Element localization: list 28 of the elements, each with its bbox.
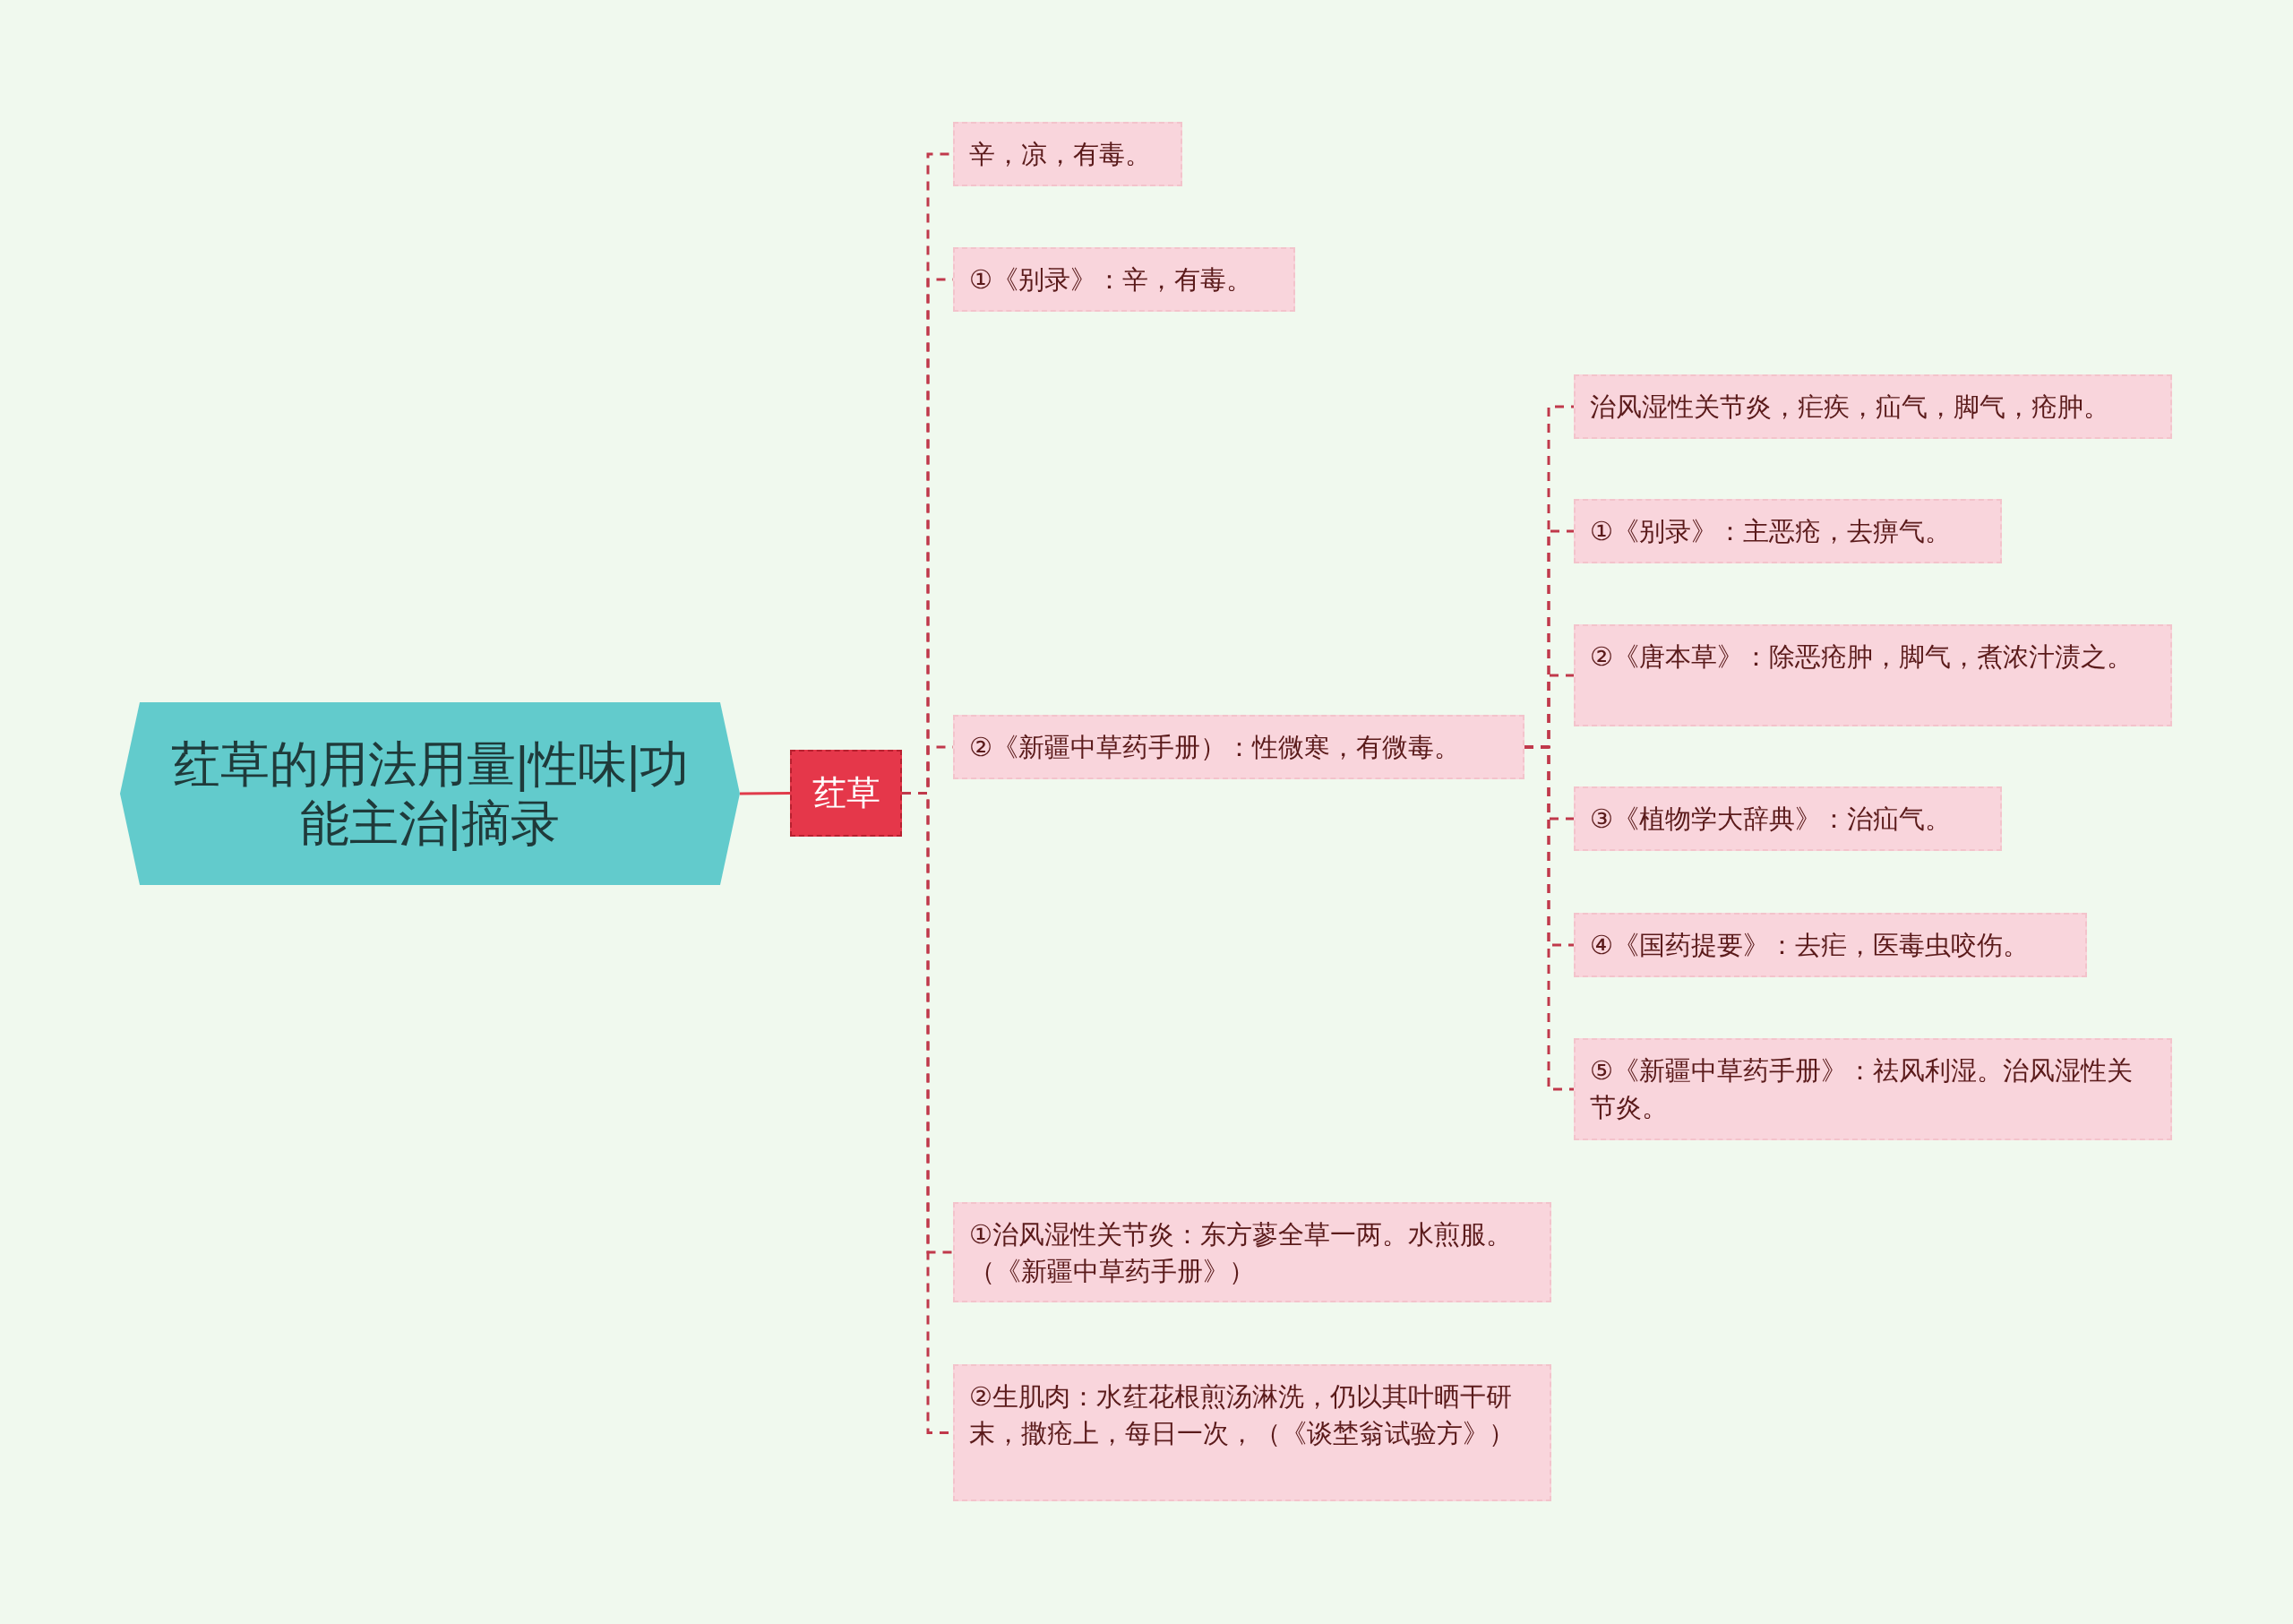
note-box bbox=[1574, 913, 2087, 977]
note-text: ①《别录》：辛，有毒。 bbox=[969, 265, 1252, 294]
title-text: 荭草的用法用量|性味|功能主治|摘录 bbox=[169, 735, 691, 853]
note-box bbox=[953, 122, 1182, 186]
note-text: ③《植物学大辞典》：治疝气。 bbox=[1590, 804, 1951, 833]
note-box bbox=[1574, 1038, 2172, 1140]
note-text: ⑤《新疆中草药手册》：祛风利湿。治风湿性关节炎。 bbox=[1590, 1056, 2133, 1121]
note-text: ①治风湿性关节炎：东方蓼全草一两。水煎服。（《新疆中草药手册》） bbox=[969, 1220, 1512, 1285]
note-text: ①《别录》：主恶疮，去痹气。 bbox=[1590, 517, 1951, 546]
note-text: 辛，凉，有毒。 bbox=[969, 140, 1151, 168]
note-text: ②《新疆中草药手册）：性微寒，有微毒。 bbox=[969, 733, 1460, 761]
note-box bbox=[1574, 499, 2002, 563]
note-box bbox=[1574, 786, 2002, 851]
title-hexagon bbox=[120, 702, 740, 885]
note-text: 治风湿性关节炎，疟疾，疝气，脚气，疮肿。 bbox=[1590, 392, 2109, 421]
note-text: ④《国药提要》：去疟，医毒虫咬伤。 bbox=[1590, 931, 2029, 959]
connector-line bbox=[1524, 745, 1574, 1091]
note-text: ②生肌肉：水荭花根煎汤淋洗，仍以其叶晒干研末，撒疮上，每日一次，（《谈埜翁试验方》） bbox=[969, 1382, 1515, 1448]
note-box bbox=[953, 247, 1295, 312]
topic-text: 荭草 bbox=[812, 773, 880, 813]
connector-line bbox=[740, 792, 790, 795]
note-box bbox=[1574, 624, 2172, 726]
note-box bbox=[1574, 374, 2172, 439]
note-text: ②《唐本草》：除恶疮肿，脚气，煮浓汁渍之。 bbox=[1590, 642, 2133, 671]
note-box bbox=[953, 715, 1524, 779]
note-box bbox=[953, 1202, 1551, 1302]
note-box bbox=[953, 1364, 1551, 1501]
topic-box bbox=[790, 750, 902, 837]
